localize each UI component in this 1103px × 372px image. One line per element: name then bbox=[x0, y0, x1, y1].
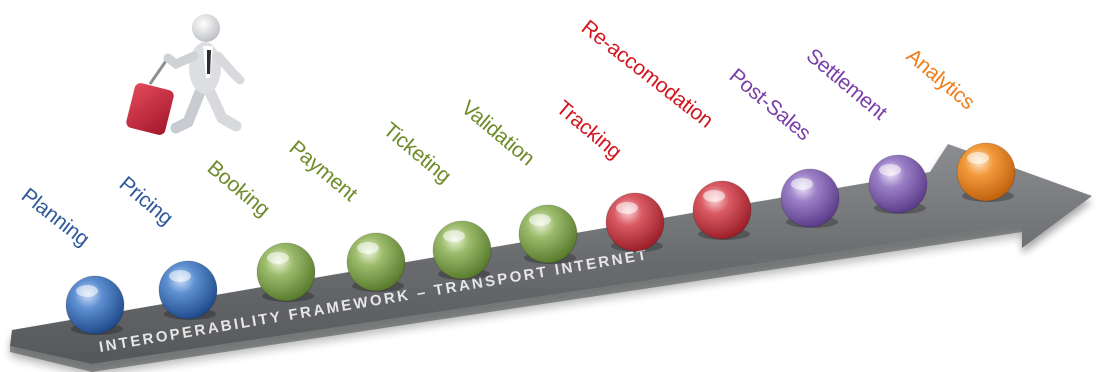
stage-ball-payment bbox=[346, 232, 406, 292]
stage-ball-ticketing bbox=[432, 220, 492, 280]
stage-ball-post-sales bbox=[780, 168, 840, 228]
stage-label-post-sales: Post-Sales bbox=[725, 64, 815, 145]
stage-balls bbox=[65, 142, 1016, 335]
stage-label-pricing: Pricing bbox=[115, 172, 177, 230]
stage-label-re-accomodation: Re-accomodation bbox=[577, 16, 717, 133]
stage-label-settlement: Settlement bbox=[802, 44, 892, 125]
stage-ball-booking bbox=[256, 242, 316, 302]
stage-label-analytics: Analytics bbox=[902, 44, 979, 114]
stage-ball-re-accomodation bbox=[692, 180, 752, 240]
stage-label-tracking: Tracking bbox=[552, 96, 626, 163]
traveler-icon bbox=[126, 14, 245, 135]
stage-ball-pricing bbox=[158, 260, 218, 320]
stage-label-payment: Payment bbox=[285, 136, 362, 206]
stage-label-booking: Booking bbox=[203, 156, 274, 221]
stage-ball-tracking bbox=[605, 192, 665, 252]
stage-ball-validation bbox=[518, 204, 578, 264]
stage-ball-analytics bbox=[956, 142, 1016, 202]
stage-label-ticketing: Ticketing bbox=[379, 118, 455, 187]
stage-ball-settlement bbox=[868, 154, 928, 214]
stage-label-validation: Validation bbox=[457, 96, 539, 170]
stage-ball-planning bbox=[65, 275, 125, 335]
stage-label-planning: Planning bbox=[17, 184, 94, 251]
